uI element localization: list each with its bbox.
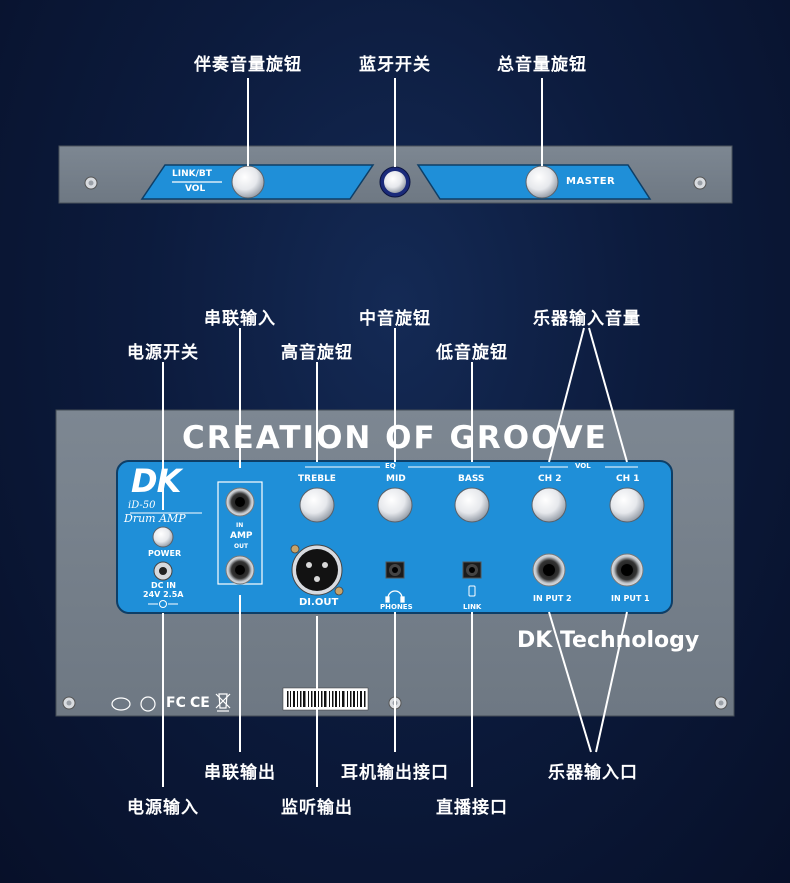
top-screw-left bbox=[84, 176, 98, 190]
label-accompany-vol-knob: 伴奏音量旋钮 bbox=[194, 55, 302, 75]
input1-jack[interactable] bbox=[610, 553, 644, 587]
phones-label: PHONES bbox=[380, 603, 413, 611]
link-label: LINK bbox=[463, 603, 482, 611]
master-label: MASTER bbox=[566, 176, 616, 187]
link-bt-knob[interactable] bbox=[231, 165, 265, 199]
label-master-vol-knob: 总音量旋钮 bbox=[497, 55, 587, 75]
amp-in-label: IN bbox=[236, 522, 244, 529]
label-mid-knob: 中音旋钮 bbox=[359, 309, 431, 329]
ce-mark: CE bbox=[190, 695, 210, 711]
vol-group-label: VOL bbox=[575, 462, 591, 470]
rear-screw-left bbox=[62, 696, 76, 710]
label-series-in: 串联输入 bbox=[204, 309, 276, 329]
dc-in-jack[interactable] bbox=[153, 561, 173, 581]
label-bass-knob: 低音旋钮 bbox=[436, 343, 508, 363]
model-name: iD-50 bbox=[128, 500, 156, 511]
label-instrument-volume: 乐器输入音量 bbox=[533, 309, 641, 329]
master-knob[interactable] bbox=[525, 165, 559, 199]
amp-label: AMP bbox=[230, 531, 253, 541]
ch1-knob[interactable] bbox=[609, 487, 645, 523]
treble-knob[interactable] bbox=[299, 487, 335, 523]
top-screw-right bbox=[693, 176, 707, 190]
leader-lines bbox=[162, 327, 628, 787]
label-treble-knob: 高音旋钮 bbox=[281, 343, 353, 363]
dc-in-label: DC IN bbox=[151, 581, 176, 590]
mid-label: MID bbox=[386, 474, 406, 484]
xlr-screw-br bbox=[334, 586, 344, 596]
input2-label: IN PUT 2 bbox=[533, 594, 572, 603]
label-power-switch: 电源开关 bbox=[127, 343, 199, 363]
label-power-input: 电源输入 bbox=[127, 798, 199, 818]
amp-out-jack[interactable] bbox=[225, 555, 255, 585]
amp-in-jack[interactable] bbox=[225, 487, 255, 517]
dk-logo: DK bbox=[131, 462, 181, 500]
di-out-xlr[interactable] bbox=[291, 544, 343, 596]
label-instrument-input: 乐器输入口 bbox=[548, 763, 638, 783]
bluetooth-button[interactable] bbox=[379, 166, 411, 198]
ch1-label: CH 1 bbox=[616, 474, 640, 484]
treble-label: TREBLE bbox=[298, 474, 336, 484]
di-out-label: DI.OUT bbox=[299, 597, 339, 608]
ch2-label: CH 2 bbox=[538, 474, 562, 484]
link-bt-label: LINK/BT bbox=[172, 169, 212, 179]
link-jack[interactable] bbox=[462, 561, 482, 579]
xlr-screw-tl bbox=[290, 544, 300, 554]
phones-jack[interactable] bbox=[385, 561, 405, 579]
barcode bbox=[282, 687, 369, 711]
cert-icons bbox=[111, 693, 231, 712]
eq-label: EQ bbox=[385, 462, 396, 470]
label-monitor-out: 监听输出 bbox=[281, 798, 353, 818]
bass-label: BASS bbox=[458, 474, 485, 484]
label-headphone-out: 耳机输出接口 bbox=[341, 763, 449, 783]
mid-knob[interactable] bbox=[377, 487, 413, 523]
ch2-knob[interactable] bbox=[531, 487, 567, 523]
slogan: CREATION OF GROOVE bbox=[182, 420, 608, 456]
label-bluetooth-switch: 蓝牙开关 bbox=[359, 55, 431, 75]
amp-out-label: OUT bbox=[234, 543, 249, 550]
rear-screw-right bbox=[714, 696, 728, 710]
headphone-icon bbox=[385, 590, 405, 603]
power-button[interactable] bbox=[152, 526, 174, 548]
brand-name: DK Technology bbox=[517, 628, 700, 653]
dc-spec-label: 24V 2.5A bbox=[143, 590, 184, 599]
polarity-icon bbox=[148, 600, 178, 608]
vol-label: VOL bbox=[185, 184, 206, 194]
link-icon bbox=[468, 585, 476, 597]
power-label: POWER bbox=[148, 549, 182, 558]
input2-jack[interactable] bbox=[532, 553, 566, 587]
label-direct-link: 直播接口 bbox=[436, 798, 508, 818]
label-series-out: 串联输出 bbox=[204, 763, 276, 783]
bass-knob[interactable] bbox=[454, 487, 490, 523]
model-sub: Drum AMP bbox=[124, 512, 186, 525]
input1-label: IN PUT 1 bbox=[611, 594, 650, 603]
fc-mark: FC bbox=[166, 695, 186, 711]
